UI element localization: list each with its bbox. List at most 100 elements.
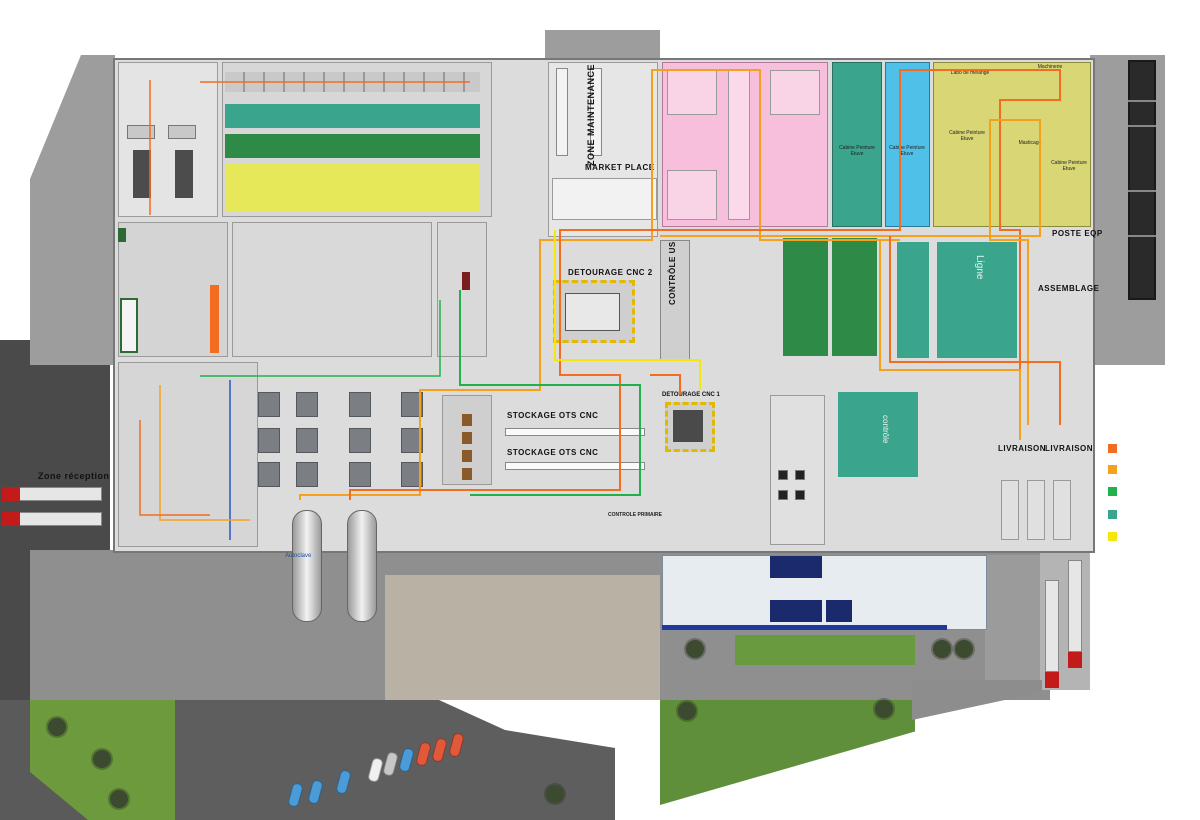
legend-swatch-5	[1108, 532, 1117, 541]
stockage-pallet-4	[462, 468, 472, 480]
rack-1	[258, 392, 280, 417]
shelf-1	[505, 428, 645, 436]
red-machine	[462, 272, 470, 290]
livraison-label-2: LIVRAISON	[1045, 444, 1094, 453]
line-yellow	[225, 164, 480, 212]
bench-1	[778, 470, 788, 480]
press-4	[168, 125, 196, 139]
rack-9	[349, 462, 371, 487]
market-place-label: MARKET PLACE	[585, 163, 655, 172]
stockage-ots-label-1: STOCKAGE OTS CNC	[507, 411, 599, 420]
rack-7	[349, 392, 371, 417]
rack-10	[401, 392, 423, 417]
tree-3	[110, 790, 128, 808]
rack-6	[296, 462, 318, 487]
rack-3	[258, 462, 280, 487]
autoclave-2	[347, 510, 377, 622]
pink-controle	[667, 170, 717, 220]
teal-zone	[832, 62, 882, 227]
teal-sq-1	[897, 242, 929, 358]
livraison-bay-1	[1001, 480, 1019, 540]
mid-room-2	[232, 222, 432, 357]
bench-3	[778, 490, 788, 500]
maintenance-shelf-1	[556, 68, 568, 156]
office-blue-1	[770, 556, 822, 578]
reception-zone-area	[118, 362, 258, 547]
livraison-bay-2	[1027, 480, 1045, 540]
truck-reception-2-cab	[2, 512, 20, 526]
green-sq-2	[832, 238, 877, 356]
tree-8	[875, 700, 893, 718]
press-2	[175, 150, 193, 198]
masticage-label: Masticage	[1018, 140, 1042, 146]
tree-2	[93, 750, 111, 768]
cnc1-machine	[673, 410, 703, 442]
tree-1	[48, 718, 66, 736]
right-parking-line	[1128, 125, 1156, 127]
office-blue-3	[826, 600, 852, 622]
right-parking-line	[1128, 235, 1156, 237]
bench-4	[795, 490, 805, 500]
bench-2	[795, 470, 805, 480]
ground-top-block	[545, 30, 660, 60]
apron-light	[385, 575, 660, 700]
orange-block	[210, 285, 219, 353]
rack-5	[296, 428, 318, 453]
legend-swatch-4	[1108, 510, 1117, 519]
tree-4	[686, 640, 704, 658]
controle-primaire-label: CONTROLE PRIMAIRE	[608, 512, 662, 518]
detourage-cnc2-label: DETOURAGE CNC 2	[568, 268, 653, 277]
rack-2	[258, 428, 280, 453]
line-green	[225, 134, 480, 158]
tree-9	[546, 785, 564, 803]
zone-reception-label: Zone réception	[38, 471, 110, 481]
livraison-label-1: LIVRAISON	[998, 444, 1047, 453]
rack-12	[401, 462, 423, 487]
office-blue-2	[770, 600, 822, 622]
cabine-peinture-label-4: Cabine Peinture Etuve	[1051, 160, 1087, 172]
cabine-peinture-label-2: Cabine Peinture Etuve	[889, 145, 925, 157]
stockage-pallet-3	[462, 450, 472, 462]
rack-11	[401, 428, 423, 453]
mid-green-block	[118, 228, 126, 242]
cnc2-machine	[565, 293, 620, 331]
truck-reception-1-cab	[2, 487, 20, 501]
autoclave-label: Autoclave	[285, 553, 312, 559]
livraison-bay-3	[1053, 480, 1071, 540]
controle-us-bar	[660, 240, 690, 360]
rack-8	[349, 428, 371, 453]
teal-controle-area	[838, 392, 918, 477]
stockage-ots-label-2: STOCKAGE OTS CNC	[507, 448, 599, 457]
truck-livraison-2	[1068, 560, 1082, 652]
truck-livraison-1	[1045, 580, 1059, 672]
teal-sq-2	[937, 242, 1017, 358]
pink-cabine-2	[770, 70, 820, 115]
right-parking-line	[1128, 100, 1156, 102]
stockage-pallet-2	[462, 432, 472, 444]
rack-4	[296, 392, 318, 417]
mid-green-rect	[120, 298, 138, 353]
apron-right	[985, 555, 1045, 685]
tree-7	[678, 702, 696, 720]
cabine-peinture-label-3: Cabine Peinture Etuve	[949, 130, 985, 142]
press-3	[127, 125, 155, 139]
truck-livraison-1-cab	[1045, 672, 1059, 688]
tree-5	[933, 640, 951, 658]
shelf-2	[505, 462, 645, 470]
green-sq-1	[783, 238, 828, 356]
machinerie-label: Machinerie	[1037, 64, 1063, 70]
stockage-pallet-1	[462, 414, 472, 426]
legend-swatch-1	[1108, 444, 1117, 453]
poste-eqp-label: POSTE EQP	[1052, 229, 1103, 238]
office-blue-strip	[662, 625, 947, 630]
office-block	[662, 555, 987, 630]
market-place-grid	[552, 178, 657, 220]
press-1	[133, 150, 151, 198]
right-parking-line	[1128, 190, 1156, 192]
labo-melange-label: Labo de mélange	[950, 70, 990, 76]
maintenance-shelf-2	[590, 68, 602, 156]
detourage-cnc1-label: DETOURAGE CNC 1	[662, 392, 720, 398]
assemblage-label: ASSEMBLAGE	[1038, 284, 1100, 293]
legend-swatch-3	[1108, 487, 1117, 496]
